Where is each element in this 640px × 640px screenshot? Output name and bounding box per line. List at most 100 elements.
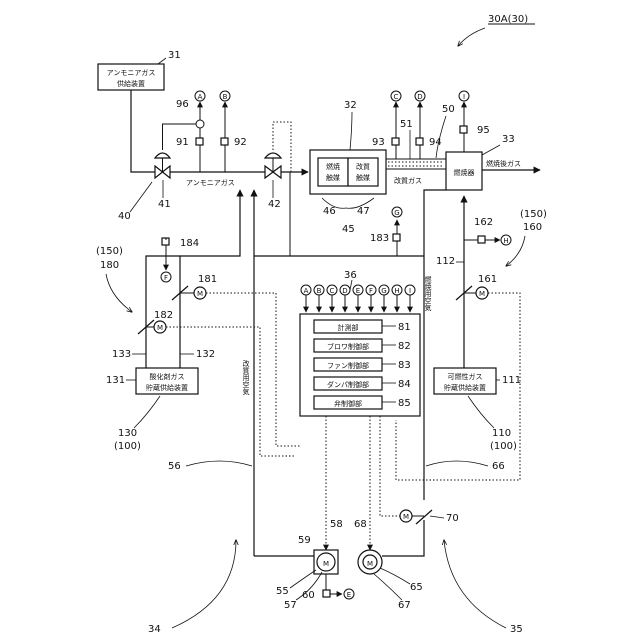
ref-36: 36 <box>344 270 357 281</box>
ref-45: 45 <box>342 224 355 235</box>
leader-35 <box>444 540 506 628</box>
signal-g-label: G <box>394 209 399 217</box>
ref-130: 130 <box>118 428 137 439</box>
ref-100a: (100) <box>490 441 517 452</box>
sensor-96 <box>196 120 204 128</box>
oxidizer-store-label-1: 酸化剤ガス <box>150 372 185 381</box>
ref-42: 42 <box>268 199 281 210</box>
leader-32 <box>350 112 352 150</box>
ref-59: 59 <box>298 535 311 546</box>
motor-181-label: M <box>197 290 203 298</box>
ref-65: 65 <box>410 582 423 593</box>
ref-35: 35 <box>510 624 523 635</box>
leader-55 <box>290 570 316 588</box>
motor-161-label: M <box>479 290 485 298</box>
controller-unit-label: 計測部 <box>338 323 359 332</box>
ref-60: 60 <box>302 590 315 601</box>
signal-e-label: E <box>347 591 351 599</box>
controller-input-label: E <box>356 287 360 295</box>
controller-input-label: D <box>342 287 347 295</box>
ref-34: 34 <box>148 624 161 635</box>
controller-unit-num: 83 <box>398 360 411 371</box>
ammonia-line-1 <box>131 90 155 172</box>
sensor-95 <box>460 126 467 133</box>
signal-f-label: F <box>164 274 168 282</box>
controller-unit-num: 85 <box>398 398 411 409</box>
reforming-catalyst-label-2: 触媒 <box>356 173 370 182</box>
ref-46: 46 <box>323 206 336 217</box>
ref-40: 40 <box>118 211 131 222</box>
ref-56: 56 <box>168 461 181 472</box>
controller-input-label: G <box>381 287 386 295</box>
ref-92: 92 <box>234 137 247 148</box>
combustor-label: 燃焼器 <box>454 168 475 177</box>
reformed-gas-label: 改質ガス <box>394 176 422 185</box>
ref-110: 110 <box>492 428 511 439</box>
signal-d-label: D <box>417 93 422 101</box>
blower-55: M <box>314 550 338 574</box>
reforming-catalyst-label-1: 改質 <box>356 162 370 171</box>
controller-unit-label: ブロワ制御部 <box>327 342 369 351</box>
combustible-store-label-2: 貯蔵供給装置 <box>444 383 486 392</box>
ref-150b: (150) <box>96 246 123 257</box>
ref-150a: (150) <box>520 209 547 220</box>
leader-66 <box>426 461 488 466</box>
ref-57: 57 <box>284 600 297 611</box>
reformed-gas-pipe-hatch <box>388 162 444 166</box>
controller-unit-label: ファン制御部 <box>327 361 369 370</box>
leader-110 <box>468 396 494 428</box>
ref-58: 58 <box>330 519 343 530</box>
fan-65: M <box>358 550 382 574</box>
motor-70-label: M <box>403 513 409 521</box>
controller-unit-num: 84 <box>398 379 411 390</box>
ref-41: 41 <box>158 199 171 210</box>
ref-183: 183 <box>370 233 389 244</box>
reforming-air-label: 改質用空気 <box>242 359 250 396</box>
blower-motor-label: M <box>323 560 329 568</box>
leader-160 <box>506 236 525 266</box>
ref-182: 182 <box>154 310 173 321</box>
combustion-catalyst-label-1: 燃焼 <box>326 162 340 171</box>
leader-180 <box>106 274 132 312</box>
motor-182-label: M <box>157 324 163 332</box>
ammonia-supply-label-1: アンモニアガス <box>107 68 156 77</box>
ammonia-gas-label: アンモニアガス <box>186 178 235 187</box>
controller-input-label: I <box>409 287 411 295</box>
sensor-92 <box>221 138 228 145</box>
controller-input-label: A <box>304 287 309 295</box>
ref-95: 95 <box>477 125 490 136</box>
leader-34 <box>172 540 236 628</box>
ref-160: 160 <box>523 222 542 233</box>
controller-unit-label: ダンパ制御部 <box>327 380 369 389</box>
ref-50: 50 <box>442 104 455 115</box>
combustion-catalyst-label-2: 触媒 <box>326 173 340 182</box>
leader-130 <box>134 396 160 428</box>
signal-i-label: I <box>463 93 465 101</box>
ammonia-supply-label-2: 供給装置 <box>117 79 145 88</box>
ref-47: 47 <box>357 206 370 217</box>
leader-40 <box>130 182 152 212</box>
ref-132: 132 <box>196 349 215 360</box>
figure-id-leader <box>458 28 485 46</box>
sensor-91 <box>196 138 203 145</box>
ref-184: 184 <box>180 238 199 249</box>
ref-133: 133 <box>112 349 131 360</box>
sensor-60 <box>323 590 330 597</box>
combustible-store-label-1: 可燃性ガス <box>448 372 483 381</box>
ref-111: 111 <box>502 375 521 386</box>
controller-unit-num: 82 <box>398 341 411 352</box>
controller-input-label: H <box>394 287 399 295</box>
ref-162: 162 <box>474 217 493 228</box>
ref-68: 68 <box>354 519 367 530</box>
oxidizer-store-label-2: 貯蔵供給装置 <box>146 383 188 392</box>
signal-h-label: H <box>503 237 508 245</box>
fan-motor-label: M <box>367 560 373 568</box>
combustion-air-line-66 <box>424 190 446 500</box>
sensor-93 <box>392 138 399 145</box>
ref-181: 181 <box>198 274 217 285</box>
ref-161: 161 <box>478 274 497 285</box>
valve-41 <box>155 153 170 178</box>
leader-70 <box>430 516 444 518</box>
ref-180: 180 <box>100 260 119 271</box>
sensor-94 <box>416 138 423 145</box>
